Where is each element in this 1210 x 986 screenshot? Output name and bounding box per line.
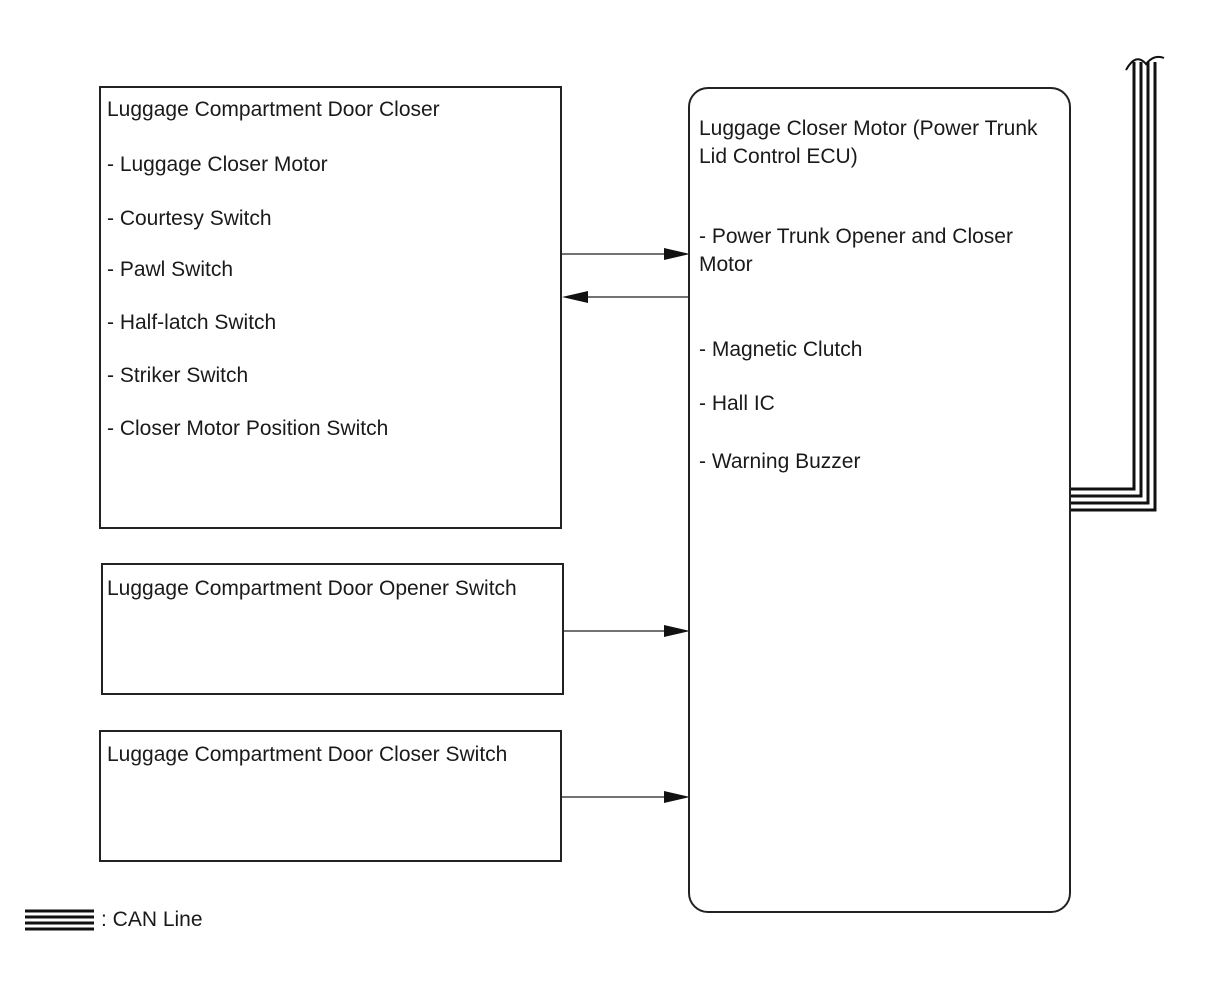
can-line-break-mark [1125,55,1165,71]
door-closer-box [99,86,562,529]
ecu-item: - Magnetic Clutch [699,338,863,361]
ecu-item: - Power Trunk Opener and Closer Motor [699,225,1013,276]
can-line-legend-label: : CAN Line [101,908,203,931]
can-line-legend-icon [25,909,94,931]
closer-switch-box [99,730,562,862]
ecu-title: Luggage Closer Motor (Power Trunk Lid Co… [699,117,1038,168]
door-closer-item: - Courtesy Switch [107,207,272,230]
door-closer-item: - Luggage Closer Motor [107,153,328,176]
opener-switch-box [101,563,564,695]
ecu-box [688,87,1071,913]
door-closer-title: Luggage Compartment Door Closer [107,98,440,121]
ecu-item: - Warning Buzzer [699,450,861,473]
opener-switch-title: Luggage Compartment Door Opener Switch [107,577,517,600]
door-closer-item: - Half-latch Switch [107,311,277,334]
door-closer-item: - Pawl Switch [107,258,234,281]
ecu-item: - Hall IC [699,392,775,415]
door-closer-item: - Striker Switch [107,364,249,387]
can-line-bundle [1070,62,1157,512]
door-closer-item: - Closer Motor Position Switch [107,417,389,440]
closer-switch-title: Luggage Compartment Door Closer Switch [107,743,508,766]
